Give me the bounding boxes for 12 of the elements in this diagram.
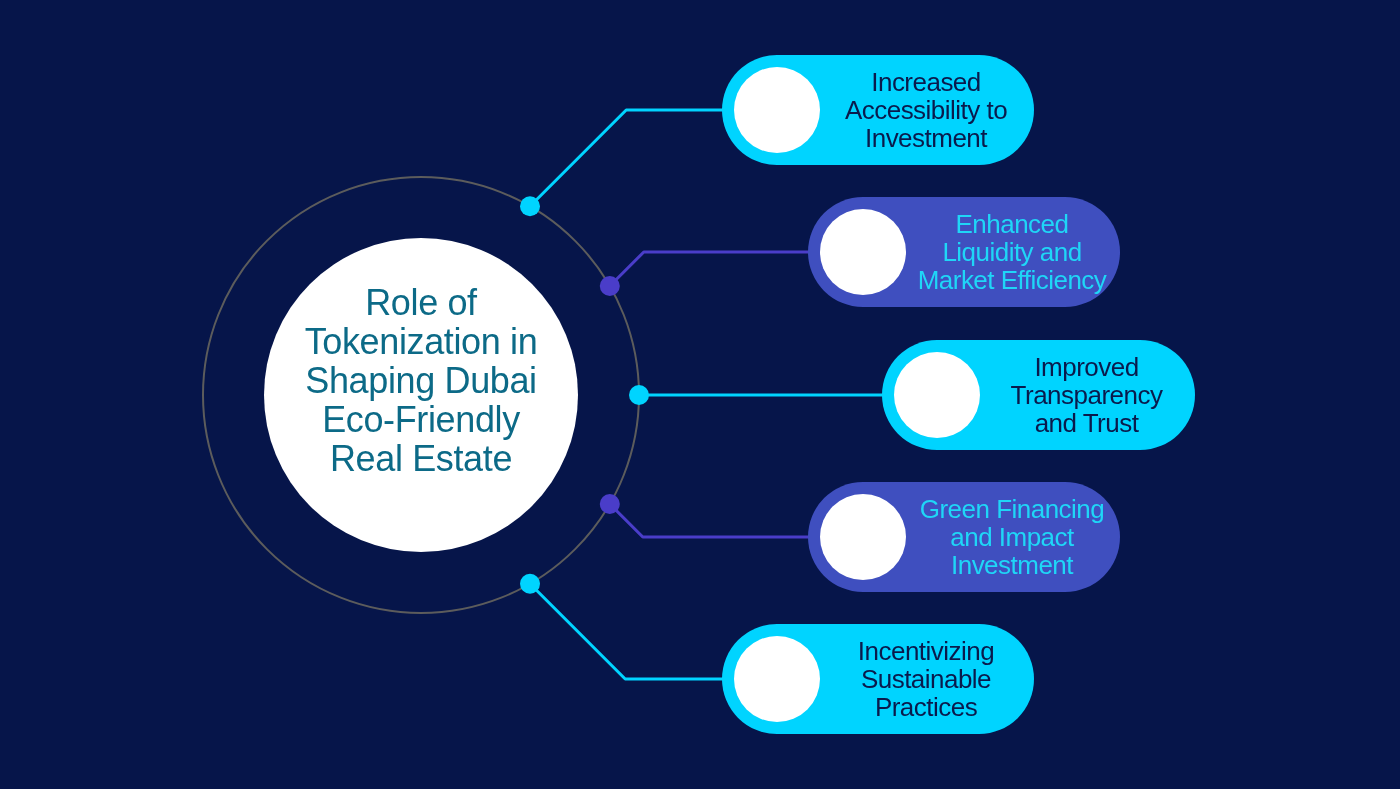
connector-line <box>599 250 810 296</box>
pill-text: Increased Accessibility to Investment <box>843 68 1009 152</box>
outer-ring <box>202 176 640 614</box>
connector-line <box>520 573 724 681</box>
center-title: Role of Tokenization in Shaping Dubai Eco-Friendly Real Estate <box>303 282 539 478</box>
pill-text: Green Financing and Impact Investment <box>918 495 1106 579</box>
pill-text: Improved Transparency and Trust <box>1009 353 1164 437</box>
connector-line <box>629 385 884 405</box>
pill-text: Incentivizing Sustainable Practices <box>856 637 996 721</box>
connector-line <box>520 108 724 217</box>
connector-line <box>599 494 810 539</box>
pill-text: Enhanced Liquidity and Market Efficiency <box>916 210 1108 294</box>
